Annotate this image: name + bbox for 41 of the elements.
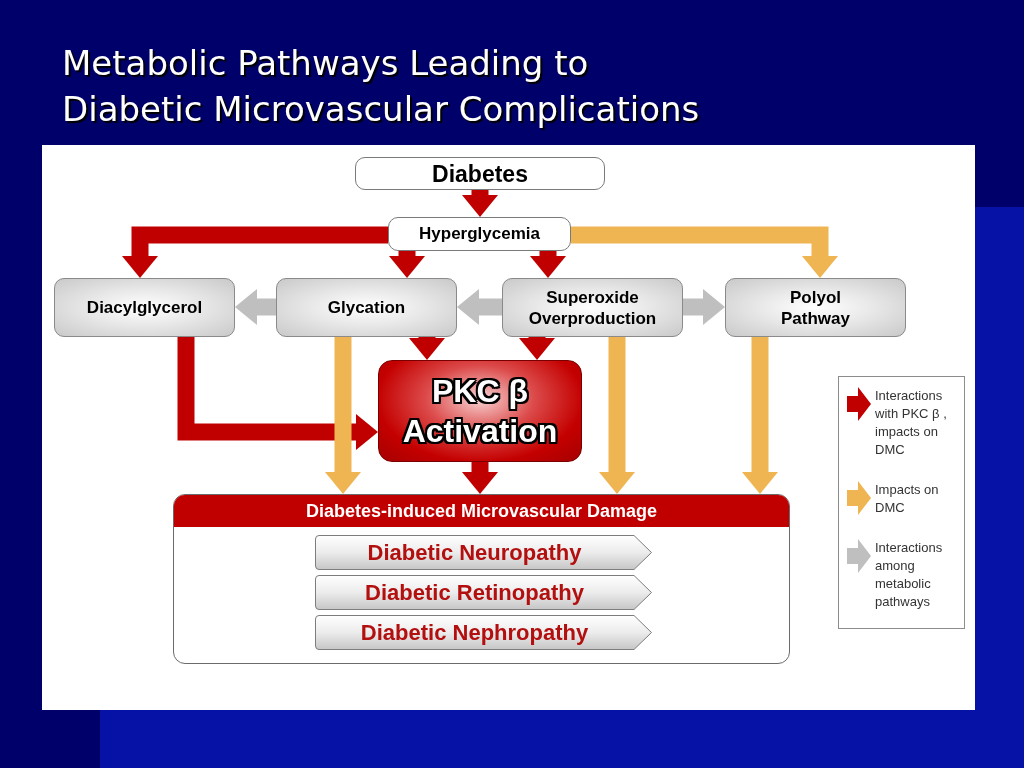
block-arrow: [325, 337, 361, 494]
node-text: Diabetic Neuropathy: [367, 539, 582, 566]
block-arrow: [462, 462, 498, 494]
legend-text: Interactions with PKC β , impacts on DMC: [875, 387, 948, 459]
node-text: Polyol Pathway: [780, 286, 851, 329]
slide-title: Metabolic Pathways Leading to Diabetic Microvascular Complications: [62, 42, 701, 131]
block-arrow: [389, 251, 425, 278]
process-box: [54, 278, 235, 337]
rounded-box: [388, 217, 571, 251]
header-banner: Diabetes-induced Microvascular Damage: [174, 495, 789, 527]
node-text: Diabetic Retinopathy: [365, 579, 584, 606]
process-box: [725, 278, 906, 337]
legend-text: Impacts on DMC: [875, 481, 940, 517]
node-text: Diabetic Nephropathy: [360, 619, 589, 646]
node-text: Hyperglycemia: [419, 224, 540, 244]
block-arrow: [457, 289, 502, 325]
node-text: Diacylglycerol: [86, 297, 203, 318]
block-arrow: [519, 337, 555, 360]
chevron-shape: [315, 575, 652, 610]
block-arrow: [571, 226, 838, 278]
block-arrow: [683, 289, 725, 325]
process-box: [502, 278, 683, 337]
process-box: [276, 278, 457, 337]
node-text: Glycation: [327, 297, 406, 318]
block-arrow: [177, 337, 378, 450]
block-arrow: [235, 289, 276, 325]
node-text: PKC β Activation: [401, 372, 559, 451]
block-arrow: [742, 337, 778, 494]
block-arrow: [530, 251, 566, 278]
block-arrow: [409, 337, 445, 360]
legend-text: Interactions among metabolic pathways: [875, 539, 944, 611]
chevron-shape: [315, 535, 652, 570]
group-panel: [173, 494, 790, 664]
node-text: Superoxide Overproduction: [527, 286, 658, 329]
highlight-box: [378, 360, 582, 462]
block-arrow: [122, 226, 388, 278]
block-arrow: [599, 337, 635, 494]
chevron-shape: [315, 615, 652, 650]
block-arrow: [462, 190, 498, 217]
rounded-box: [355, 157, 605, 190]
node-text: Diabetes: [432, 160, 528, 187]
